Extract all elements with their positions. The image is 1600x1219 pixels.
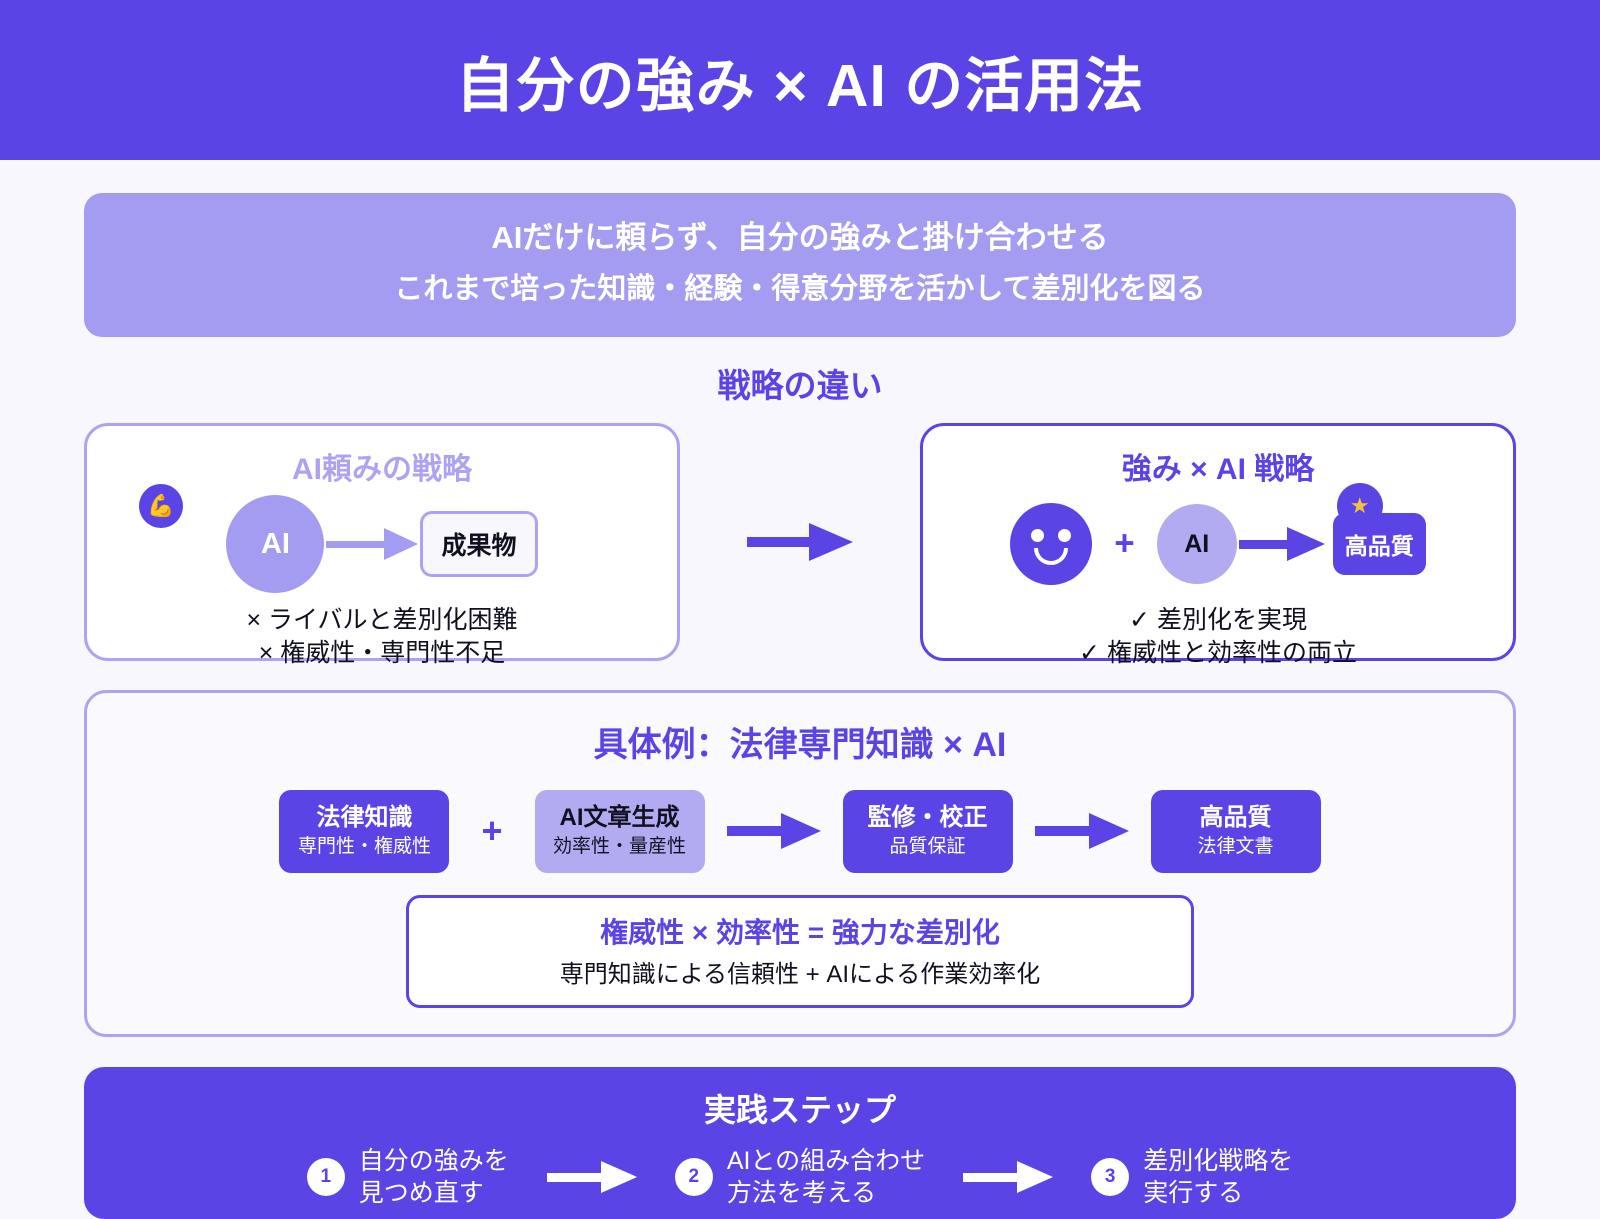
- note-item: ✓ 権威性と効率性の両立: [1079, 639, 1357, 667]
- example-title: 具体例：法律専門知識 × AI: [593, 726, 1007, 764]
- plus-icon: +: [481, 810, 503, 852]
- star-icon: ★: [1336, 483, 1383, 529]
- ai-circle: AI: [1156, 504, 1237, 584]
- step-item-3: 3 差別化戦略を 実行する: [1091, 1145, 1293, 1210]
- muscle-icon: 💪: [139, 484, 183, 528]
- note-item: × 権威性・専門性不足: [258, 639, 506, 667]
- steps-title: 実践ステップ: [703, 1091, 896, 1128]
- smiley-face-icon: [1010, 503, 1093, 585]
- subtitle-banner: AIだけに頼らず、自分の強みと掛け合わせる これまで培った知識・経験・得意分野を…: [84, 193, 1516, 337]
- quality-badge: ★ 高品質: [1332, 483, 1426, 575]
- arrow-right-icon: [1238, 527, 1325, 561]
- ai-only-diagram: AI 成果物: [109, 492, 655, 596]
- subtitle-line-2: これまで培った知識・経験・得意分野を活かして差別化を図る: [394, 272, 1206, 305]
- note-item: × ライバルと差別化困難: [246, 606, 518, 634]
- arrow-right-icon: [1034, 813, 1129, 850]
- step-label: 差別化戦略を 実行する: [1143, 1146, 1294, 1208]
- chain-box-title: 法律知識: [316, 804, 413, 831]
- arrow-right-icon: [546, 1161, 637, 1194]
- ai-only-notes: × ライバルと差別化困難 × 権威性・専門性不足: [109, 604, 655, 670]
- chain-box-sub: 効率性・量産性: [553, 836, 687, 858]
- strategy-comparison: AI頼みの戦略 💪 AI 成果物 × ライバルと差別化困難 × 権威性・専門性不…: [84, 423, 1516, 667]
- arrow-right-icon: [726, 813, 821, 850]
- compare-section-heading: 戦略の違い: [717, 367, 883, 404]
- step-number: 2: [674, 1158, 713, 1197]
- step-label: AIとの組み合わせ 方法を考える: [726, 1146, 926, 1208]
- arrow-right-icon: [963, 1161, 1054, 1194]
- example-chain: 法律知識 専門性・権威性 + AI文章生成 効率性・量産性 監修・校正 品質保証…: [113, 790, 1487, 873]
- highlight-sub-text: 専門知識による信頼性 + AIによる作業効率化: [559, 960, 1041, 988]
- chain-box-sub: 専門性・権威性: [297, 836, 431, 858]
- chain-box-ai-writing: AI文章生成 効率性・量産性: [534, 790, 705, 873]
- strength-ai-notes: ✓ 差別化を実現 ✓ 権威性と効率性の両立: [945, 604, 1491, 670]
- step-number: 3: [1091, 1158, 1130, 1197]
- strength-ai-diagram: + AI ★ 高品質: [945, 483, 1491, 596]
- plus-icon: +: [1114, 524, 1135, 563]
- strategy-card-strength-ai: 強み × AI 戦略 + AI ★ 高品質 ✓ 差別化を実現: [920, 423, 1516, 667]
- quality-label: 高品質: [1332, 513, 1426, 575]
- chain-box-sub: 法律文書: [1197, 836, 1274, 858]
- steps-row: 1 自分の強みを 見つめ直す 2 AIとの組み合わせ 方法を考える 3 差別化戦…: [104, 1145, 1496, 1210]
- card-title-ai-only: AI頼みの戦略: [292, 453, 472, 486]
- step-item-2: 2 AIとの組み合わせ 方法を考える: [674, 1145, 926, 1210]
- steps-section: 実践ステップ 1 自分の強みを 見つめ直す 2 AIとの組み合わせ 方法を考える…: [84, 1066, 1516, 1219]
- chain-box-supervision: 監修・校正 品質保証: [842, 790, 1013, 873]
- subtitle-line-1: AIだけに頼らず、自分の強みと掛け合わせる: [491, 220, 1109, 255]
- chain-box-title: 監修・校正: [867, 804, 988, 831]
- example-highlight: 権威性 × 効率性 = 強力な差別化 専門知識による信頼性 + AIによる作業効…: [406, 894, 1194, 1008]
- card-title-strength-ai: 強み × AI 戦略: [1121, 453, 1315, 486]
- note-item: ✓ 差別化を実現: [1129, 606, 1307, 634]
- ai-circle: AI: [226, 495, 325, 593]
- strategy-card-ai-only: AI頼みの戦略 💪 AI 成果物 × ライバルと差別化困難 × 権威性・専門性不…: [84, 423, 680, 667]
- step-number: 1: [306, 1158, 345, 1197]
- step-label: 自分の強みを 見つめ直す: [358, 1146, 509, 1208]
- header-bar: 自分の強み × AI の活用法: [0, 0, 1600, 160]
- output-box: 成果物: [420, 511, 538, 577]
- step-item-1: 1 自分の強みを 見つめ直す: [306, 1145, 509, 1210]
- chain-box-title: AI文章生成: [559, 804, 680, 831]
- chain-box-sub: 品質保証: [889, 836, 966, 858]
- highlight-main-text: 権威性 × 効率性 = 強力な差別化: [600, 916, 1000, 948]
- arrow-right-icon: [326, 528, 419, 560]
- example-section: 具体例：法律専門知識 × AI 法律知識 専門性・権威性 + AI文章生成 効率…: [84, 690, 1516, 1037]
- chain-box-high-quality: 高品質 法律文書: [1150, 790, 1321, 873]
- chain-box-title: 高品質: [1199, 804, 1272, 831]
- arrow-right-icon: [680, 523, 920, 561]
- chain-box-legal-knowledge: 法律知識 専門性・権威性: [279, 790, 450, 873]
- page-title: 自分の強み × AI の活用法: [455, 52, 1145, 119]
